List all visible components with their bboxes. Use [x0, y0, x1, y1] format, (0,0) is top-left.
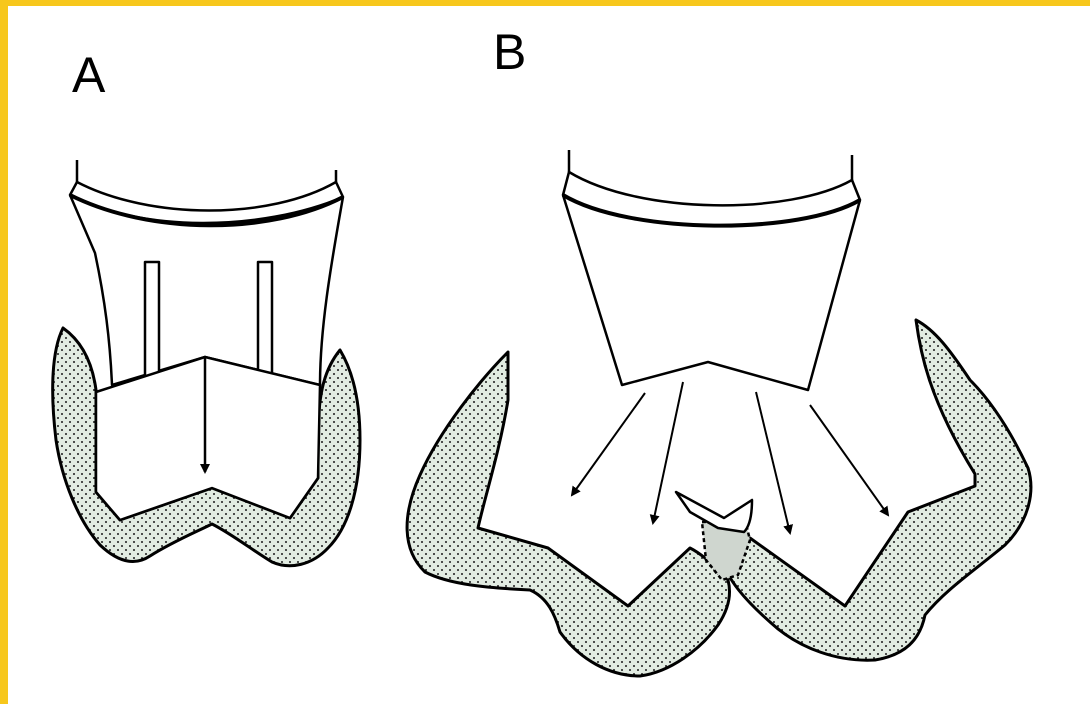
panel-a-upper-lines	[77, 160, 336, 182]
panel-b-left-flap	[407, 352, 729, 676]
panel-b-illustration	[407, 150, 1031, 676]
panel-b-arrow-4	[810, 405, 888, 515]
panel-b-clamp-top	[563, 172, 860, 205]
panel-b-arrow-1	[572, 393, 645, 495]
panel-label-a: A	[72, 50, 105, 100]
panel-label-b: B	[493, 27, 526, 77]
panel-a-slot-left	[145, 262, 159, 377]
panel-b-arrow-2	[653, 382, 683, 523]
panel-a-slot-right	[258, 262, 272, 380]
panel-b-upper-lines	[569, 150, 852, 180]
panel-a-clamp-top	[70, 182, 343, 211]
panel-b-tip	[676, 492, 752, 532]
panel-a-illustration	[53, 160, 360, 566]
panel-b-arrow-3	[756, 392, 790, 533]
